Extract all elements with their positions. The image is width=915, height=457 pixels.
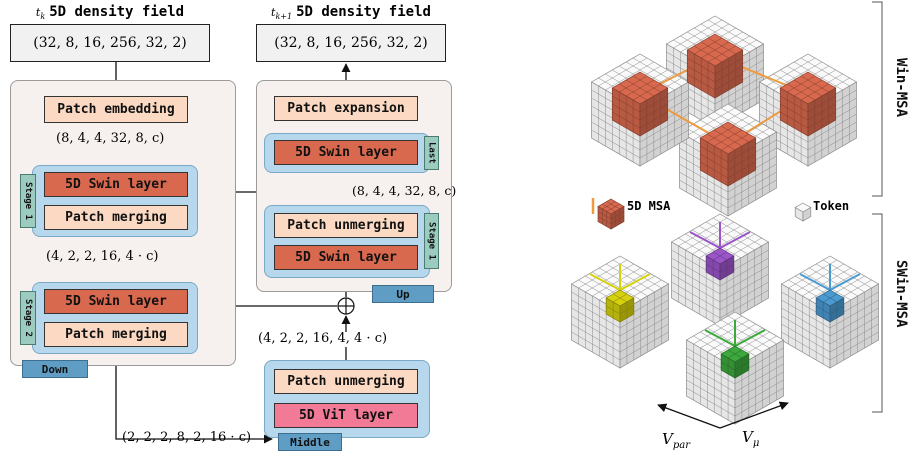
skip-shape: (8, 4, 4, 32, 8, c) (352, 183, 457, 198)
win-msa-window-4 (611, 71, 669, 137)
legend-token-label: Token (813, 199, 850, 213)
bracket-swin (872, 213, 883, 413)
right-brackets (872, 1, 883, 413)
axis-vmu-label: Vμ (742, 428, 760, 449)
middle-input-shape: (2, 2, 2, 8, 2, 16 · c) (122, 430, 252, 445)
win-msa-window-3 (699, 121, 757, 187)
middle-unmerge-node: Patch unmerging (274, 369, 418, 394)
legend-token-cube (794, 202, 812, 222)
up-stage1-tag: Stage 1 (424, 213, 439, 269)
swin-shift-lines-2 (589, 264, 651, 291)
legend-token-cube-shape (794, 202, 812, 222)
patch-embedding-node: Patch embedding (44, 96, 188, 123)
bracket-win (872, 1, 883, 197)
up-tag: Up (372, 285, 434, 303)
middle-vit-node: 5D ViT layer (274, 403, 418, 428)
input-time-label: tk (35, 6, 46, 22)
down-stage2-tag: Stage 2 (20, 291, 36, 345)
legend-msa-label: 5D MSA (627, 199, 671, 213)
axis-vpar-arrow (657, 403, 721, 429)
swin-voxel-4 (720, 345, 750, 379)
shape-after-embed: (8, 4, 4, 32, 8, c) (56, 131, 165, 146)
swin-msa-illustration (570, 213, 880, 425)
output-title-text: 5D density field (296, 4, 431, 20)
axis-arrows (657, 401, 789, 429)
win-msa-window-1 (686, 33, 744, 99)
up-last-swin-node: 5D Swin layer (274, 140, 418, 165)
output-time-label: tk+1 (271, 6, 293, 22)
middle-tag: Middle (278, 433, 342, 451)
win-msa-window-2 (779, 71, 837, 137)
swin-voxel-3 (815, 289, 845, 323)
arrow-stage2-to-middle (115, 352, 236, 440)
legend-msa-cube-shape (597, 198, 625, 230)
win-msa-illustration (590, 15, 858, 217)
up-last-tag: Last (424, 136, 439, 170)
down-stage2-swin-node: 5D Swin layer (44, 289, 188, 314)
swin-shift-lines-1 (689, 222, 751, 249)
shape-after-stage1: (4, 2, 2, 16, 4 · c) (46, 249, 159, 264)
swin-shift-lines-3 (799, 264, 861, 291)
down-stage1-swin-node: 5D Swin layer (44, 172, 188, 197)
swin-msa-label: SWin-MSA (893, 260, 909, 328)
up-stage1-unmerge-node: Patch unmerging (274, 213, 418, 238)
down-stage2-merge-node: Patch merging (44, 322, 188, 347)
middle-shape-in: (4, 2, 2, 16, 4, 4 · c) (258, 331, 388, 346)
legend-glyphs (591, 198, 812, 230)
input-title-text: 5D density field (49, 4, 185, 20)
output-shape-value: (32, 8, 16, 256, 32, 2) (274, 35, 428, 51)
swin-voxel-2 (605, 289, 635, 323)
down-stage1-tag: Stage 1 (20, 174, 36, 228)
input-shape-value: (32, 8, 16, 256, 32, 2) (33, 35, 187, 51)
down-tag: Down (22, 360, 88, 378)
swin-voxel-1 (705, 247, 735, 281)
patch-expansion-node: Patch expansion (274, 96, 418, 121)
input-shape-box: (32, 8, 16, 256, 32, 2) (10, 24, 210, 62)
legend-msa-cube (597, 198, 625, 230)
axis-vmu-arrow (719, 401, 789, 429)
swin-shift-lines-4 (704, 320, 766, 347)
win-msa-label: Win-MSA (893, 58, 909, 118)
down-stage1-merge-node: Patch merging (44, 205, 188, 230)
up-stage1-swin-node: 5D Swin layer (274, 245, 418, 270)
axis-vpar-label: Vpar (662, 430, 690, 451)
output-shape-box: (32, 8, 16, 256, 32, 2) (256, 24, 446, 62)
